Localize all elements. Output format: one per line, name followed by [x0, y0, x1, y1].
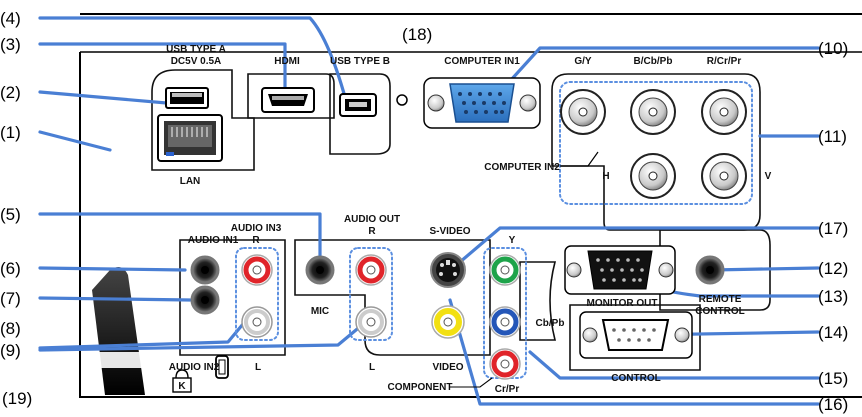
callout-13: (13): [818, 287, 848, 306]
callout-2: (2): [0, 83, 21, 102]
label-video: VIDEO: [432, 362, 463, 373]
bnc-g-y[interactable]: [560, 89, 606, 135]
monitor-out-vga-port[interactable]: [564, 245, 676, 295]
label-computer-in1: COMPUTER IN1: [444, 56, 520, 67]
label-audio-in2: AUDIO IN2: [169, 362, 220, 373]
label-audio-in3: AUDIO IN3: [231, 223, 282, 234]
label-usb-type-b: USB TYPE B: [330, 56, 390, 67]
remote-control-jack[interactable]: [695, 255, 725, 285]
callout-10: (10): [818, 39, 848, 58]
label-lan: LAN: [180, 176, 201, 187]
usb-type-a-port[interactable]: [165, 87, 209, 109]
indicator-hole: [396, 94, 408, 106]
label-remote: REMOTE: [699, 294, 742, 305]
leader-lines: [38, 16, 820, 406]
component-y-jack[interactable]: [489, 254, 521, 286]
callout-9: (9): [0, 341, 21, 360]
audio-in2-jack[interactable]: [190, 285, 220, 315]
panel-frame: [79, 13, 862, 398]
audio-out-r-jack[interactable]: [355, 254, 387, 286]
callout-7: (7): [0, 289, 21, 308]
callout-15: (15): [818, 369, 848, 388]
label-dc5v: DC5V 0.5A: [171, 56, 222, 67]
audio-in1-jack[interactable]: [190, 255, 220, 285]
callout-3: (3): [0, 35, 21, 54]
label-audio-out-r: R: [368, 226, 376, 237]
usb-type-b-port[interactable]: [339, 93, 377, 117]
audio-in3-l-jack[interactable]: [241, 306, 273, 338]
label-component: COMPONENT: [388, 382, 453, 393]
lan-port[interactable]: [157, 114, 223, 162]
bnc-v[interactable]: [701, 153, 747, 199]
bnc-h[interactable]: [630, 153, 676, 199]
control-dsub-port[interactable]: [579, 311, 693, 359]
callout-6: (6): [0, 259, 21, 278]
label-g-y: G/Y: [574, 56, 592, 67]
callout-1: (1): [0, 123, 21, 142]
port-labels: USB TYPE A DC5V 0.5A HDMI USB TYPE B COM…: [166, 44, 771, 395]
video-jack[interactable]: [431, 305, 465, 339]
label-monitor-out: MONITOR OUT: [587, 298, 658, 309]
label-audio-out: AUDIO OUT: [344, 214, 400, 225]
label-hdmi: HDMI: [274, 56, 300, 67]
callout-19: (19): [2, 389, 32, 408]
label-cr-pr: Cr/Pr: [495, 384, 520, 395]
component-cr-pr-jack[interactable]: [489, 348, 521, 380]
computer-in1-vga-port[interactable]: [423, 77, 541, 129]
callout-14: (14): [818, 323, 848, 342]
label-control: CONTROL: [611, 373, 660, 384]
callout-16: (16): [818, 395, 848, 414]
callout-numbers: (4) (3) (2) (1) (5) (6) (7) (8) (9) (19)…: [0, 9, 848, 414]
security-slot[interactable]: [215, 355, 229, 379]
callout-18: (18): [402, 25, 432, 44]
bnc-r-cr-pr[interactable]: [701, 89, 747, 135]
label-b-cb-pb: B/Cb/Pb: [634, 56, 673, 67]
component-cb-pb-jack[interactable]: [489, 306, 521, 338]
label-h: H: [602, 171, 609, 182]
dotted-groups: [235, 81, 753, 379]
callout-11: (11): [818, 127, 847, 146]
callout-12: (12): [818, 259, 848, 278]
panel-outlines: [151, 69, 771, 371]
computer-in2-bnc-group: [560, 89, 747, 199]
label-v: V: [765, 171, 772, 182]
security-strap: [92, 266, 145, 395]
label-computer-in2: COMPUTER IN2: [484, 162, 560, 173]
hdmi-port[interactable]: [261, 87, 315, 113]
kensington-letter: K: [178, 381, 186, 392]
label-audio-in3-r: R: [252, 235, 260, 246]
label-cb-pb: Cb/Pb: [536, 318, 565, 329]
label-usb-type-a: USB TYPE A: [166, 44, 226, 55]
kensington-lock-icon: K: [172, 369, 192, 393]
label-y: Y: [509, 235, 516, 246]
bnc-b-cb-pb[interactable]: [630, 89, 676, 135]
audio-in3-r-jack[interactable]: [241, 254, 273, 286]
label-audio-out-l: L: [369, 362, 375, 373]
label-audio-in3-l: L: [255, 362, 261, 373]
callout-17: (17): [818, 219, 848, 238]
label-audio-in1: AUDIO IN1: [188, 235, 239, 246]
callout-4: (4): [0, 9, 21, 28]
audio-out-l-jack[interactable]: [355, 306, 387, 338]
label-remote-control: CONTROL: [695, 306, 744, 317]
mic-jack[interactable]: [305, 255, 335, 285]
label-mic: MIC: [311, 306, 329, 317]
label-s-video: S-VIDEO: [429, 226, 470, 237]
label-r-cr-pr: R/Cr/Pr: [707, 56, 742, 67]
s-video-port[interactable]: [430, 252, 466, 288]
callout-8: (8): [0, 319, 21, 338]
callout-5: (5): [0, 205, 21, 224]
